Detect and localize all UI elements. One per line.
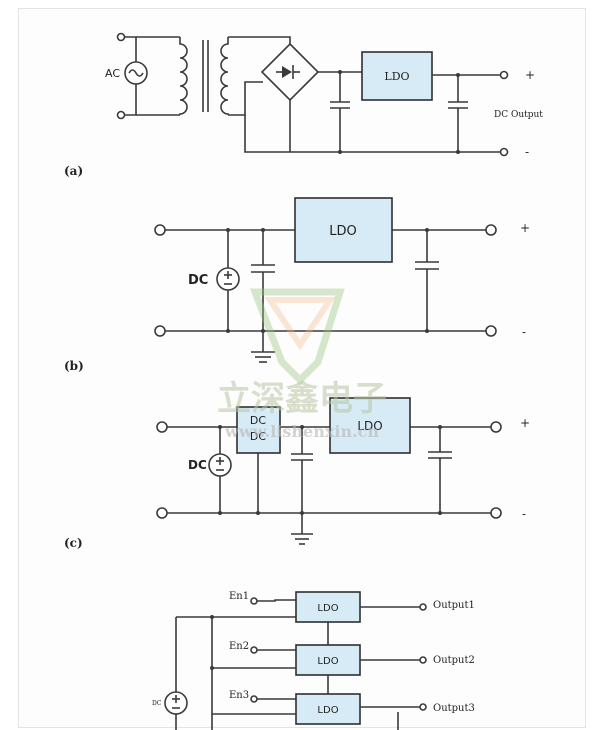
ldo-box-b [294,197,393,263]
minus-sign-a: - [525,145,529,159]
terminal-c-out-plus [490,421,502,433]
plus-sign-b: + [520,221,530,235]
terminal-b-in-top [154,224,166,236]
enable-label-1: En1 [229,591,249,602]
enable-terminal-1 [250,597,258,605]
ac-source-label: AC [105,67,120,80]
enable-terminal-3 [250,695,258,703]
ldo-label-c: LDO [357,419,382,433]
watermark-logo-icon [249,288,345,385]
transformer-primary-coil [179,37,188,115]
output-label-3: Output3 [433,703,475,714]
output-terminal-1 [419,603,427,611]
terminal-a-ac-bottom [116,110,126,120]
dc-source-label-b: DC [188,273,208,288]
ldo-label-d3: LDO [317,705,338,716]
dc-source-label-d: DC [152,700,162,707]
ldo-box-c [329,397,411,454]
circuit-d: DC [152,591,475,730]
figure-label-b: (b) [64,359,84,373]
output-label-2: Output2 [433,655,475,666]
output-terminal-2 [419,656,427,664]
ldo-box-d2 [295,644,361,676]
output-label-1: Output1 [433,600,475,611]
terminal-b-in-bottom [154,325,166,337]
circuit-b: DC LDO + - (b) [64,197,530,373]
watermark: 立深鑫电子 www.lishenxin.cn [217,288,387,441]
circuit-a: AC LDO + - DC Output (a) [64,32,543,178]
minus-sign-c: - [522,507,526,521]
dc-output-label: DC Output [494,110,543,120]
dcdc-label-line2: DC [250,430,266,443]
terminal-c-in-bottom [156,507,168,519]
terminal-a-ac-top [116,32,126,42]
terminal-c-out-minus [490,507,502,519]
plus-sign-c: + [520,416,530,430]
circuit-c: DC DC DC LDO + - (c) [64,397,530,550]
ldo-label-a: LDO [384,70,409,83]
enable-label-3: En3 [229,690,249,701]
figure-label-c: (c) [64,536,83,550]
terminal-a-out-plus [499,70,509,80]
figure-label-a: (a) [64,164,83,178]
ldo-label-b: LDO [329,224,357,239]
ldo-box-d3 [295,693,361,725]
output-terminal-3 [419,703,427,711]
terminal-a-out-minus [499,147,509,157]
dcdc-label-line1: DC [250,414,266,427]
dcdc-box-c [236,406,281,454]
terminal-b-out-plus [485,224,497,236]
ground-icon-c [291,533,313,545]
ldo-box-a [361,51,433,101]
rectifier-diode-icon [276,65,300,79]
terminal-c-in-top [156,421,168,433]
minus-sign-b: - [522,325,526,339]
watermark-url: www.lishenxin.cn [224,422,379,441]
ldo-label-d2: LDO [317,656,338,667]
enable-label-2: En2 [229,641,249,652]
ground-icon-b [251,351,275,363]
transformer-secondary-coil [220,37,229,115]
ldo-label-d1: LDO [317,603,338,614]
plus-sign-a: + [525,68,535,82]
enable-terminal-2 [250,646,258,654]
watermark-text: 立深鑫电子 [217,379,387,419]
dc-source-label-c: DC [188,458,207,472]
terminal-b-out-minus [485,325,497,337]
